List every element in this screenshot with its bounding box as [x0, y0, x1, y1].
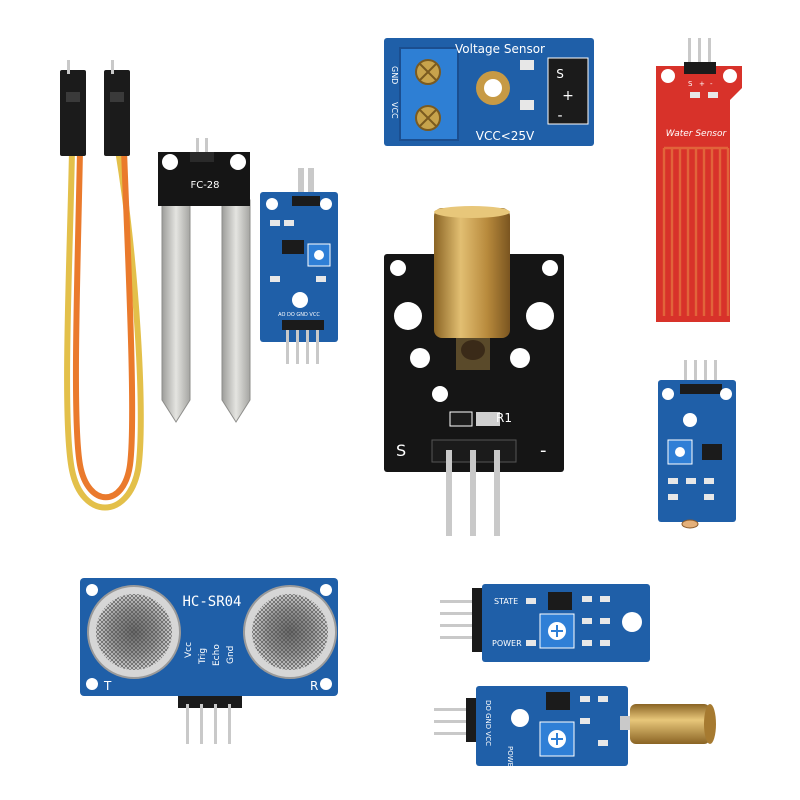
fc28-label: FC-28 — [190, 180, 219, 191]
voltage-pin-minus: - — [557, 108, 562, 124]
laser-pin-s: S — [396, 441, 406, 460]
hcsr04-pin-trig: Trig — [198, 648, 208, 665]
jumper-wires — [60, 60, 144, 511]
voltage-pin-plus: + — [562, 88, 574, 104]
laser-diode-module: R1 S - — [384, 206, 564, 536]
voltage-sensor-module: GND VCC Voltage Sensor VCC<25V S + - — [384, 38, 594, 146]
water-pin-s: S — [688, 80, 693, 88]
soil-moisture-probe: FC-28 — [158, 138, 251, 423]
hcsr04-transmitter: T — [103, 679, 112, 693]
tilt-pins-label: DO GND VCC — [484, 700, 492, 746]
water-title: Water Sensor — [666, 129, 728, 139]
hcsr04-pin-echo: Echo — [212, 644, 222, 666]
hcsr04-receiver: R — [310, 679, 318, 693]
ir-state-label: STATE — [494, 597, 518, 606]
laser-pin-minus: - — [540, 440, 547, 461]
water-pin-minus: - — [710, 80, 713, 88]
hcsr04-pin-vcc: Vcc — [184, 642, 194, 658]
voltage-vcc-label: VCC — [390, 102, 399, 119]
voltage-gnd-label: GND — [390, 66, 399, 84]
soil-comparator-module: AO DO GND VCC — [260, 168, 338, 364]
hcsr04-pin-gnd: Gnd — [226, 646, 236, 664]
soil-comparator-pins: AO DO GND VCC — [278, 312, 320, 318]
hcsr04-title: HC-SR04 — [182, 594, 241, 610]
ir-power-label: POWER — [492, 639, 522, 648]
water-pin-plus: + — [699, 80, 705, 88]
ir-obstacle-module: STATE POWER — [440, 584, 650, 662]
photoresistor-module — [658, 360, 736, 529]
laser-r1-label: R1 — [496, 411, 512, 425]
ultrasonic-sensor: HC-SR04 T R Vcc Trig Echo Gnd — [80, 578, 338, 744]
voltage-limit: VCC<25V — [476, 129, 535, 143]
voltage-pin-s: S — [556, 67, 564, 81]
water-level-sensor: S + - Water Sensor — [656, 38, 742, 322]
tilt-power-label: POWER — [506, 746, 514, 772]
tilt-switch-module: DO GND VCC POWER — [434, 686, 716, 772]
voltage-title: Voltage Sensor — [455, 42, 545, 56]
